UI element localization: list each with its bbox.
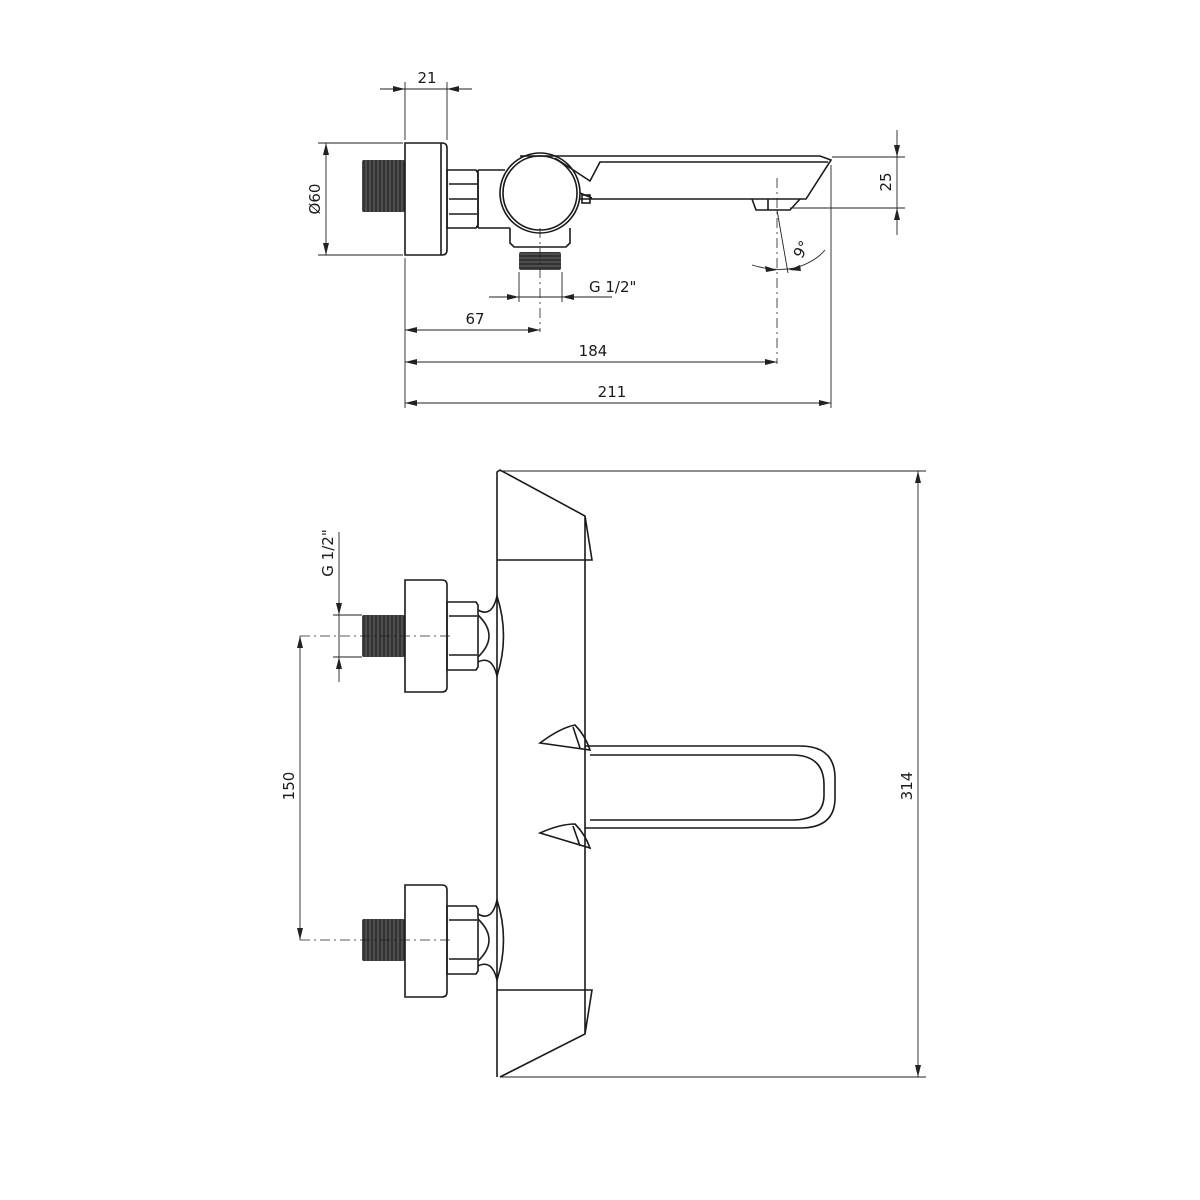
dim-label-25: 25 <box>877 172 895 191</box>
front-view: G 1/2" 150 314 <box>280 469 926 1078</box>
inlet-thread <box>362 160 405 212</box>
side-view: 21 Ø60 25 9° <box>306 69 905 408</box>
dimension-spout-height: 25 <box>790 130 905 235</box>
mixer-body <box>499 152 581 234</box>
dimension-inlet-spacing: 150 <box>280 636 303 940</box>
spout-fin-upper <box>537 724 592 751</box>
dim-label-d60: Ø60 <box>306 184 324 215</box>
dim-label-184: 184 <box>579 342 608 360</box>
hex-nut <box>446 169 479 229</box>
wall-flange <box>404 142 448 256</box>
dim-label-g12-outlet: G 1/2" <box>589 278 636 296</box>
dimension-total-width: 314 <box>500 470 926 1078</box>
dim-label-211: 211 <box>598 383 627 401</box>
spout-top-view <box>585 745 836 829</box>
dimension-spout-angle: 9° <box>751 209 826 274</box>
dim-label-314: 314 <box>898 772 916 801</box>
dim-label-g12-inlet: G 1/2" <box>319 529 337 576</box>
connector-tube <box>477 169 510 229</box>
dim-label-150: 150 <box>280 772 298 801</box>
spout-fin-lower <box>537 823 592 850</box>
shower-outlet <box>509 228 571 248</box>
dimension-reach: 67 184 211 <box>404 165 832 408</box>
inlet-lower <box>362 884 505 998</box>
mixer-body-outline <box>496 469 593 1078</box>
dim-label-67: 67 <box>465 310 484 328</box>
dimension-flange-diameter: Ø60 <box>306 142 403 256</box>
shower-outlet-thread <box>519 252 561 270</box>
dimension-inlet-thread: G 1/2" <box>319 529 362 682</box>
aerator <box>751 198 801 211</box>
dimension-outlet-thread: G 1/2" <box>489 272 636 302</box>
dim-label-9deg: 9° <box>790 238 814 262</box>
dimension-flange-depth: 21 <box>380 69 472 140</box>
dim-label-21: 21 <box>417 69 436 87</box>
